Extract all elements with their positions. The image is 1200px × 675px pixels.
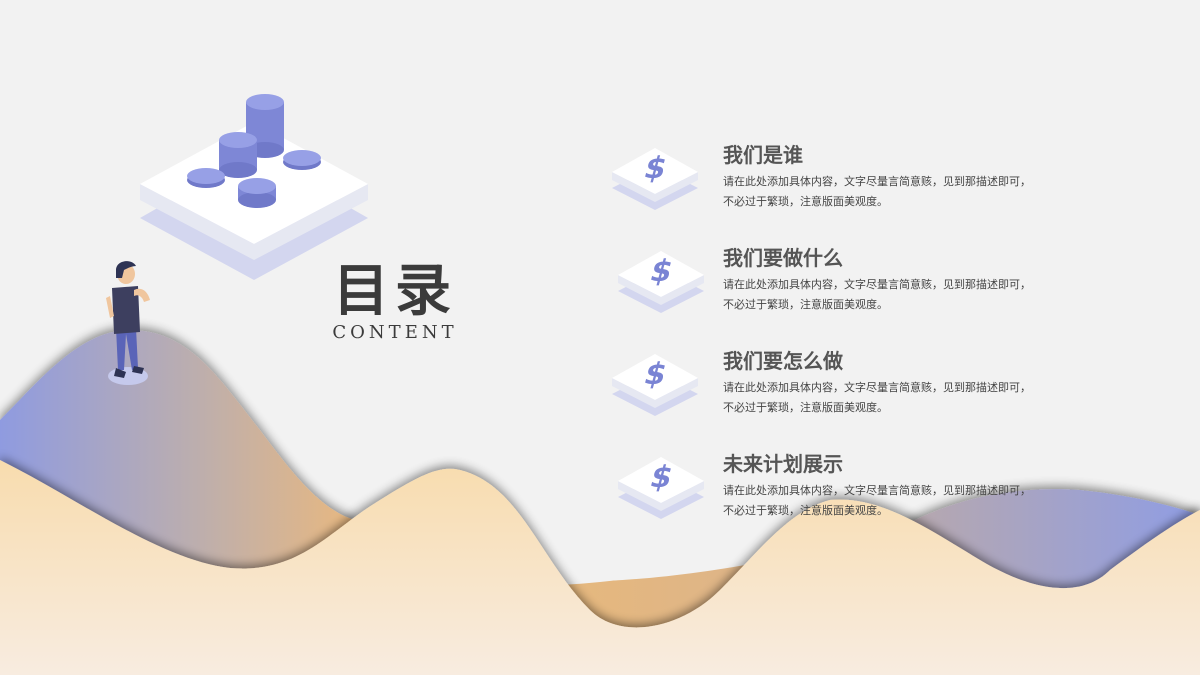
toc-item-heading: 我们要怎么做 — [723, 349, 843, 373]
coin-stacks-platform-illustration — [140, 94, 368, 280]
page-title: 目录 — [333, 258, 457, 324]
toc-item-description: 请在此处添加具体内容，文字尽量言简意赅，见到那描述即可， 不必过于繁琐，注意版面… — [723, 484, 1031, 517]
dollar-sign-icon: $ — [612, 148, 698, 210]
dollar-sign-icon: $ — [618, 251, 704, 313]
page-subtitle: CONTENT — [332, 322, 458, 343]
toc-item-description: 请在此处添加具体内容，文字尽量言简意赅，见到那描述即可， 不必过于繁琐，注意版面… — [723, 278, 1031, 311]
toc-item-description: 请在此处添加具体内容，文字尽量言简意赅，见到那描述即可， 不必过于繁琐，注意版面… — [723, 381, 1031, 414]
toc-item-3[interactable]: $ 我们要怎么做 请在此处添加具体内容，文字尽量言简意赅，见到那描述即可， 不必… — [610, 346, 1090, 436]
person-standing-on-hill-illustration — [106, 261, 150, 385]
toc-item-description: 请在此处添加具体内容，文字尽量言简意赅，见到那描述即可， 不必过于繁琐，注意版面… — [723, 175, 1031, 208]
toc-item-heading: 未来计划展示 — [723, 452, 843, 476]
toc-item-1[interactable]: $ 我们是谁 请在此处添加具体内容，文字尽量言简意赅，见到那描述即可， 不必过于… — [610, 140, 1090, 230]
toc-item-heading: 我们是谁 — [723, 143, 803, 167]
toc-item-4[interactable]: $ 未来计划展示 请在此处添加具体内容，文字尽量言简意赅，见到那描述即可， 不必… — [610, 449, 1090, 539]
title-block: 目录 CONTENT — [330, 258, 460, 344]
dollar-sign-icon: $ — [612, 354, 698, 416]
toc-item-2[interactable]: $ 我们要做什么 请在此处添加具体内容，文字尽量言简意赅，见到那描述即可， 不必… — [610, 243, 1090, 333]
toc-item-heading: 我们要做什么 — [723, 246, 843, 270]
dollar-sign-icon: $ — [618, 457, 704, 519]
